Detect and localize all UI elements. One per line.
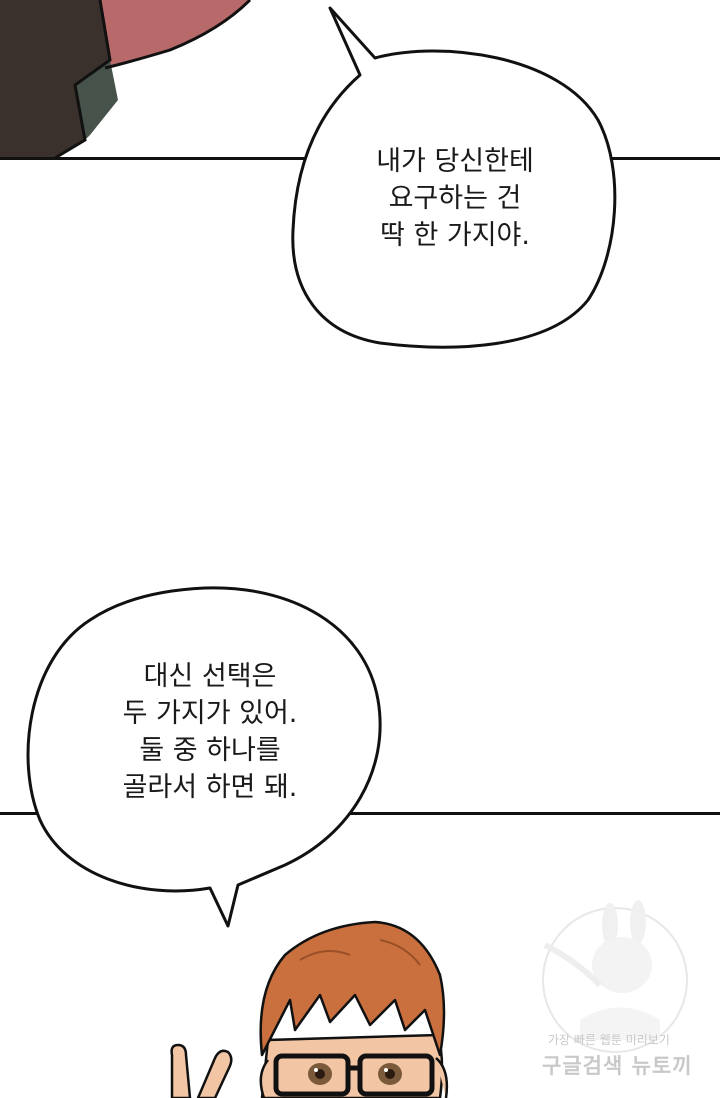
watermark-site-name: 구글검색 뉴토끼 xyxy=(542,1054,693,1078)
speech-text-top: 내가 당신한테 요구하는 건 딱 한 가지야. xyxy=(300,143,610,254)
character-arm-top xyxy=(0,0,252,160)
speech-line: 대신 선택은 xyxy=(143,661,277,692)
watermark-tagline: 가장 빠른 웹툰 미리보기 xyxy=(548,1033,670,1047)
character-bottom xyxy=(170,920,449,1098)
speech-line: 두 가지가 있어. xyxy=(122,698,298,729)
speech-text-bottom: 대신 선택은 두 가지가 있어. 둘 중 하나를 골라서 하면 돼. xyxy=(40,658,380,806)
speech-line: 내가 당신한테 xyxy=(376,146,534,177)
speech-line: 둘 중 하나를 xyxy=(139,735,281,766)
watermark-logo xyxy=(542,900,688,1053)
speech-line: 딱 한 가지야. xyxy=(380,220,530,251)
speech-bubble-bottom xyxy=(26,586,382,928)
speech-line: 골라서 하면 돼. xyxy=(122,772,298,803)
speech-line: 요구하는 건 xyxy=(388,183,522,214)
speech-bubble-top xyxy=(291,6,617,349)
